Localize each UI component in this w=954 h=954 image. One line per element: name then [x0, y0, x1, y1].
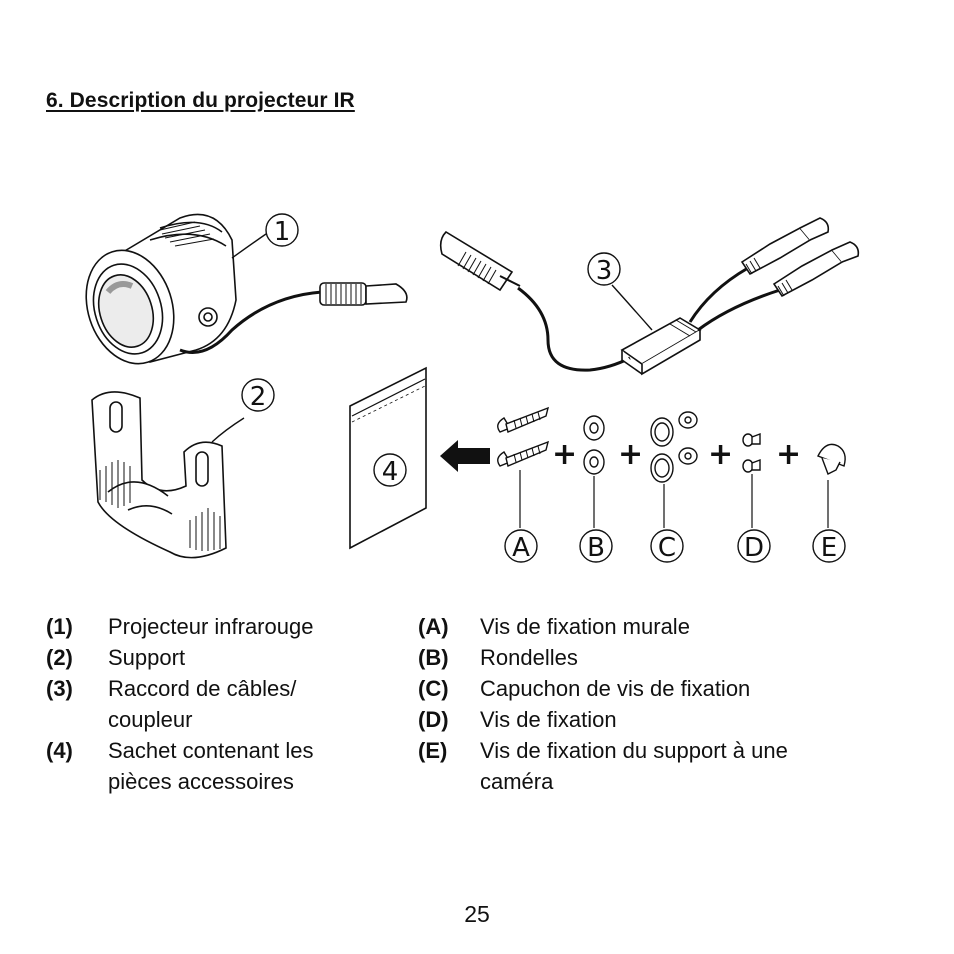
- letter-callouts: [504, 529, 846, 563]
- callout-1: 1: [274, 217, 291, 247]
- legend-key: (A): [418, 614, 449, 639]
- legend-item: (B) Rondelles: [418, 642, 838, 673]
- legend-key: (4): [46, 738, 73, 763]
- legend-key: (2): [46, 645, 73, 670]
- bolt-e-drawing: [817, 443, 846, 528]
- plus-sign: +: [618, 437, 643, 472]
- plus-signs: + + + +: [552, 437, 801, 472]
- parts-illustration: + + + + 1 2 3 4 A B C D E: [85, 213, 860, 563]
- letter-c: C: [658, 533, 676, 563]
- legend-key: (C): [418, 676, 449, 701]
- legend-item: (4) Sachet contenant les pièces accessoi…: [46, 735, 366, 797]
- legend-text: Sachet contenant les pièces accessoires: [108, 738, 314, 794]
- letter-d: D: [744, 533, 764, 563]
- legend-item: (C) Capuchon de vis de fixation: [418, 673, 838, 704]
- callout-4: 4: [382, 457, 399, 487]
- legend-text: Vis de fixation du support à une caméra: [480, 738, 788, 794]
- legend-text: Raccord de câbles/ coupleur: [108, 676, 297, 732]
- arrow-left-icon: [440, 440, 490, 472]
- legend-key: (3): [46, 676, 73, 701]
- legend-text: Capuchon de vis de fixation: [480, 676, 751, 701]
- screw-d-drawing: [742, 432, 761, 528]
- legend-item: (1) Projecteur infrarouge: [46, 611, 366, 642]
- page-number: 25: [464, 901, 490, 927]
- legend-text: Rondelles: [480, 645, 578, 670]
- legend-item: (2) Support: [46, 642, 366, 673]
- legend-numbered: (1) Projecteur infrarouge (2) Support (3…: [46, 611, 366, 797]
- hardware-drawings: [497, 406, 846, 528]
- legend-item: (A) Vis de fixation murale: [418, 611, 838, 642]
- legend-key: (D): [418, 707, 449, 732]
- callout-3: 3: [596, 256, 613, 286]
- screw-a-drawing: [497, 406, 550, 528]
- legend-text: Support: [108, 645, 186, 670]
- cap-c-drawing: [650, 411, 698, 528]
- plus-sign: +: [708, 437, 733, 472]
- plus-sign: +: [552, 437, 577, 472]
- letter-a: A: [512, 533, 530, 563]
- legend-item: (D) Vis de fixation: [418, 704, 838, 735]
- support-bracket-drawing: [91, 391, 245, 559]
- callout-2: 2: [250, 382, 267, 412]
- cable-coupler-drawing: [439, 217, 860, 376]
- letter-e: E: [821, 533, 837, 563]
- legend-key: (B): [418, 645, 449, 670]
- legend-text: Vis de fixation murale: [480, 614, 690, 639]
- legend-text: Projecteur infrarouge: [108, 614, 314, 639]
- legend-key: (E): [418, 738, 448, 763]
- letter-b: B: [587, 533, 605, 563]
- legend-text: Vis de fixation: [480, 707, 617, 732]
- section-heading: 6. Description du projecteur IR: [46, 89, 355, 112]
- legend-key: (1): [46, 614, 73, 639]
- number-callouts: [241, 213, 621, 487]
- legend-item: (3) Raccord de câbles/ coupleur: [46, 673, 366, 735]
- ir-projector-drawing: [85, 213, 408, 365]
- washer-b-drawing: [583, 415, 605, 528]
- legend-item: (E) Vis de fixation du support à une cam…: [418, 735, 838, 797]
- plus-sign: +: [776, 437, 801, 472]
- legend-lettered: (A) Vis de fixation murale (B) Rondelles…: [418, 611, 838, 797]
